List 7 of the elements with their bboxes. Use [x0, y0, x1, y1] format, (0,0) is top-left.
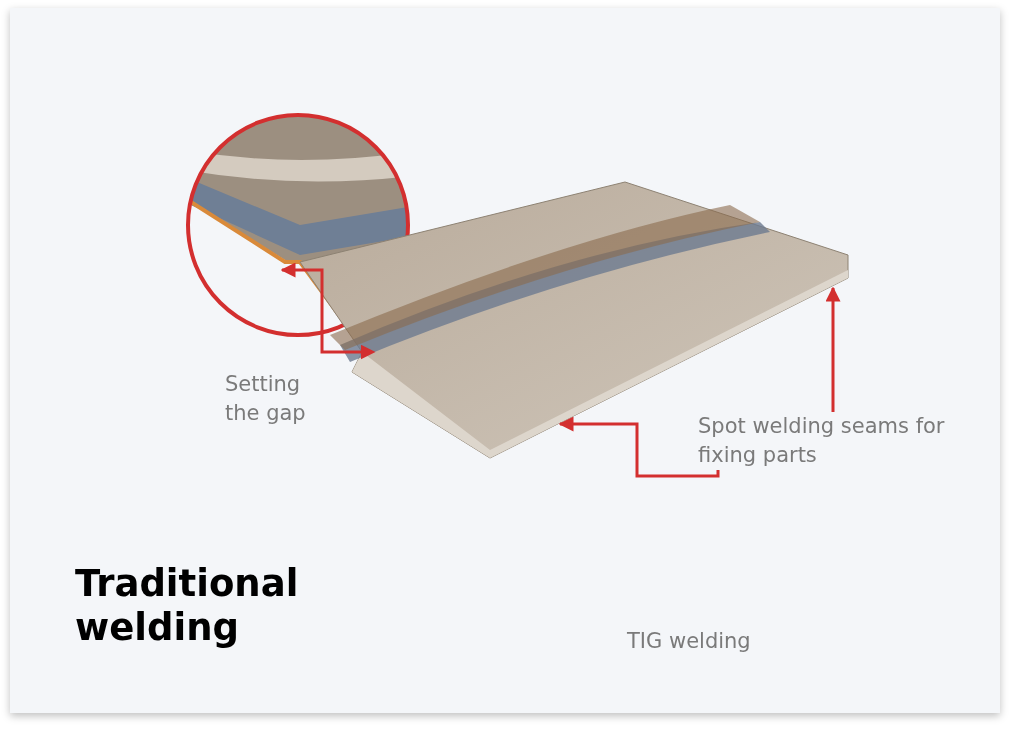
- leader-arrow: [280, 262, 376, 360]
- callout-label: Spot welding seams for fixing parts: [698, 412, 953, 470]
- leader-arrow: [825, 286, 841, 412]
- title: Traditional welding: [75, 562, 300, 650]
- callout-label: Setting the gap: [225, 371, 307, 427]
- caption-label: TIG welding: [627, 628, 752, 655]
- leader-arrow: [558, 416, 720, 478]
